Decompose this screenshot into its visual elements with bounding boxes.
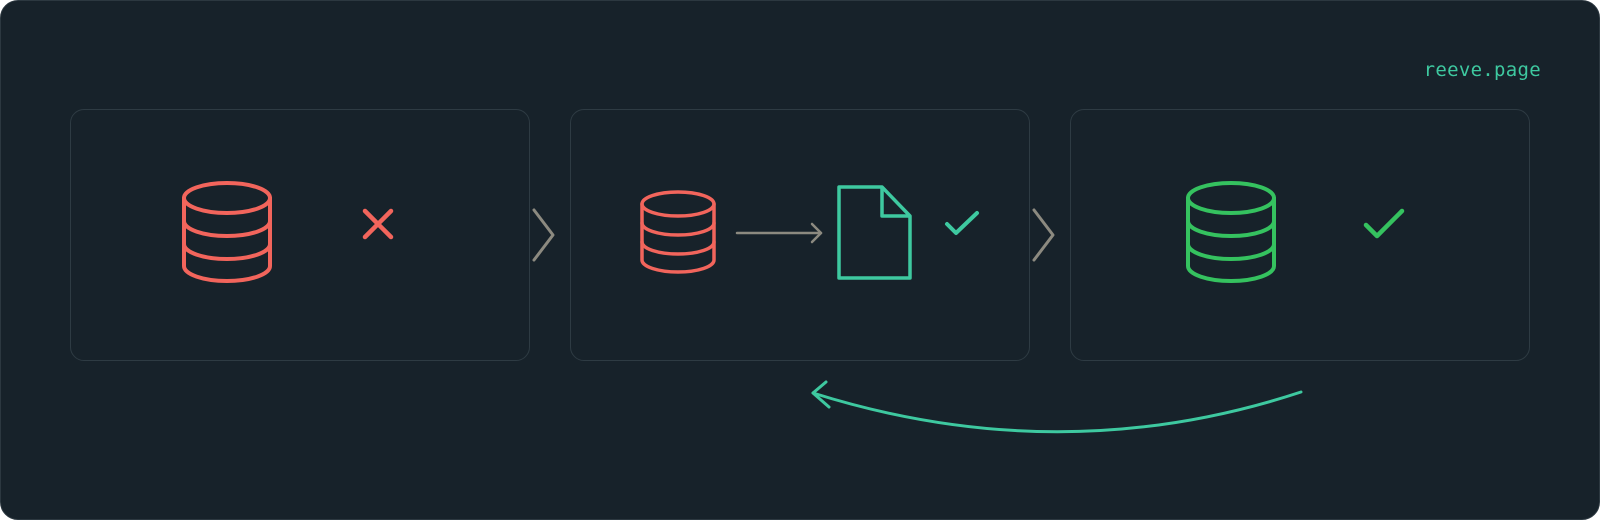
checkmark-icon — [945, 211, 979, 235]
x-mark-icon — [362, 208, 394, 240]
database-icon — [640, 190, 716, 274]
document-icon — [837, 185, 912, 280]
checkmark-icon — [1363, 208, 1405, 239]
curved-arrow-left-icon — [811, 380, 1303, 434]
arrow-right-icon — [735, 222, 823, 244]
database-icon — [182, 181, 272, 283]
stage-2-card — [570, 109, 1030, 361]
brand-label: reeve.page — [1423, 59, 1541, 81]
stage-3-card — [1070, 109, 1530, 361]
chevron-right-icon — [1032, 208, 1055, 262]
database-icon — [1186, 181, 1276, 283]
stage-1-card — [70, 109, 530, 361]
chevron-right-icon — [532, 208, 555, 262]
